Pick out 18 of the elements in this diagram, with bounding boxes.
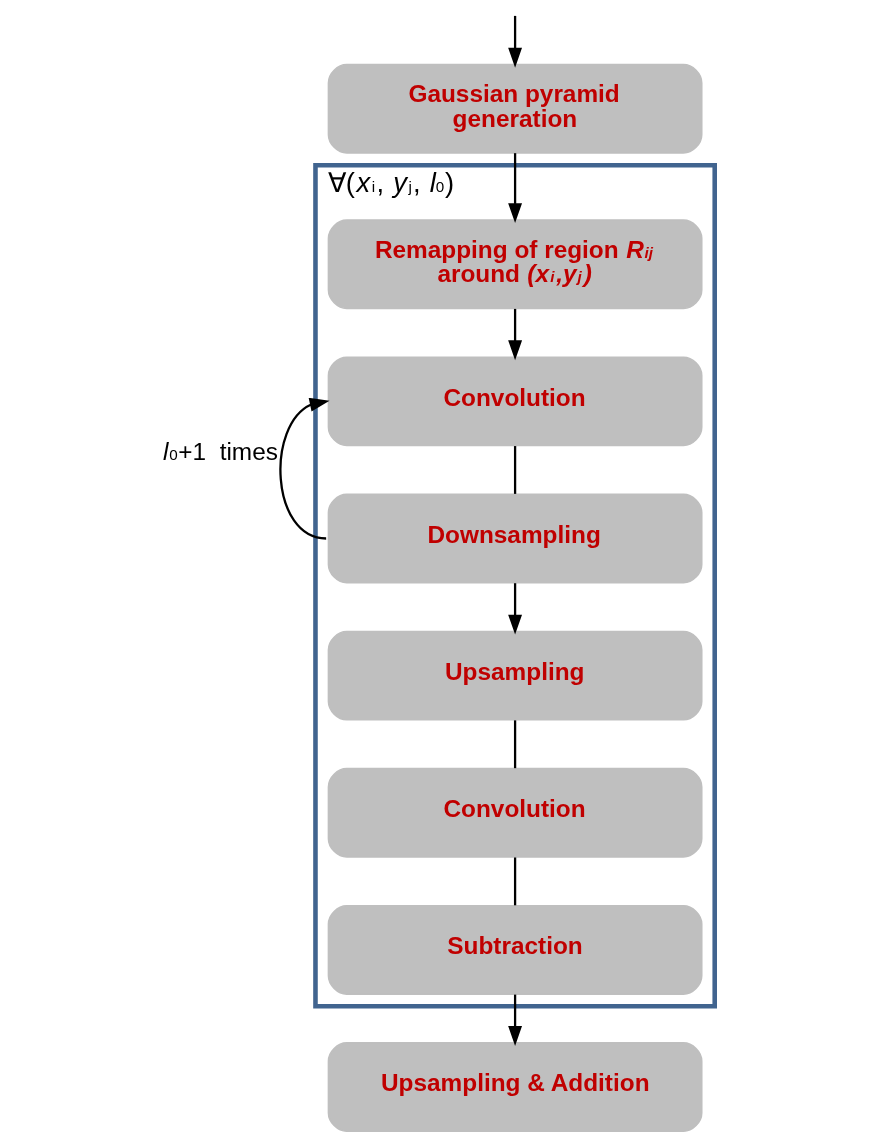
connector <box>513 857 516 906</box>
arrow <box>507 994 522 1046</box>
arrow <box>279 397 330 540</box>
arrow <box>507 583 522 635</box>
node-box: Upsampling <box>327 630 702 721</box>
node-box: Gaussian pyramid generation <box>327 63 702 154</box>
node-box: Convolution <box>327 356 702 447</box>
edge-label: l0+1 times <box>162 438 278 466</box>
arrow <box>507 153 522 224</box>
node-box: Remapping of region Rij around (xi,yj) <box>327 219 702 310</box>
node-box: Upsampling & Addition <box>327 1042 702 1132</box>
arrow <box>507 308 522 361</box>
node-box: Convolution <box>327 767 702 858</box>
connector <box>513 446 516 494</box>
node-box: Subtraction <box>327 905 702 995</box>
connector <box>513 720 516 769</box>
arrow <box>507 15 522 68</box>
node-box: Downsampling <box>327 493 702 584</box>
